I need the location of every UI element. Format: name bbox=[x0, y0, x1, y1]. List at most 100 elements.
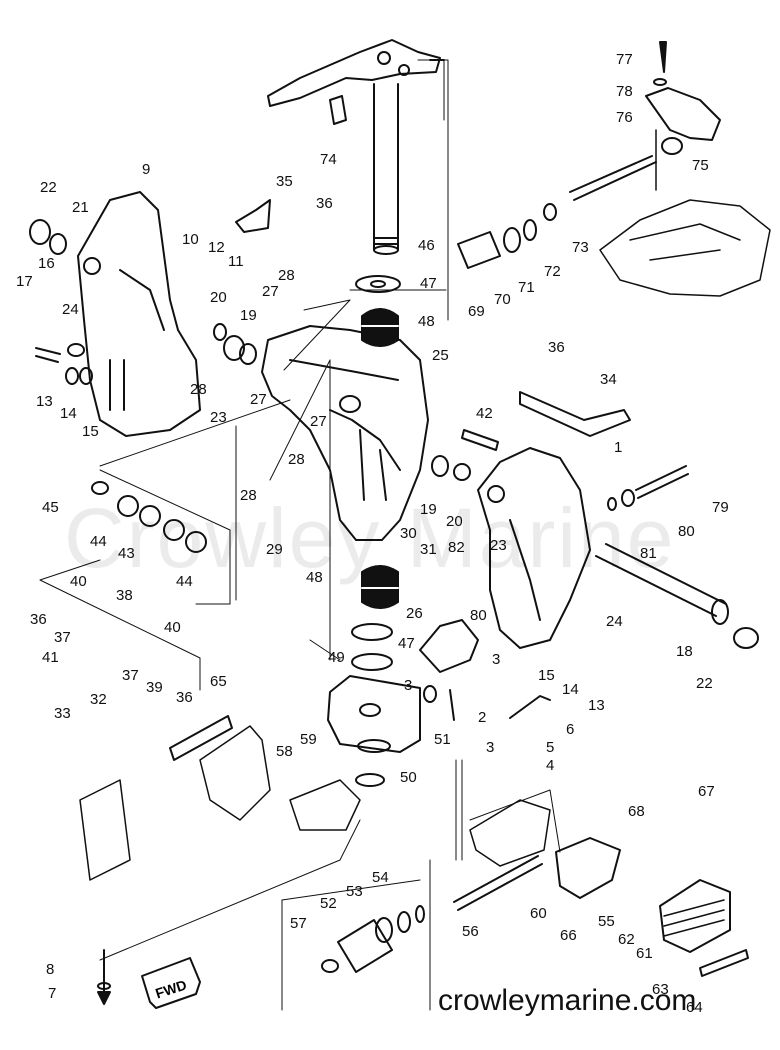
part-label: 22 bbox=[696, 675, 713, 692]
part-label: 65 bbox=[210, 673, 227, 690]
part-label: 15 bbox=[538, 667, 555, 684]
washer bbox=[355, 275, 401, 293]
fwd-indicator: FWD bbox=[141, 968, 207, 1008]
part-label: 74 bbox=[320, 151, 337, 168]
part-label: 27 bbox=[310, 413, 327, 430]
small-parts-left bbox=[29, 219, 471, 553]
leader-line bbox=[417, 59, 449, 321]
engine-fragment bbox=[599, 129, 771, 297]
part-label: 51 bbox=[434, 731, 451, 748]
part-label: 73 bbox=[572, 239, 589, 256]
part-label: 44 bbox=[176, 573, 193, 590]
site-url: crowleymarine.com bbox=[438, 984, 697, 1017]
part-label: 45 bbox=[42, 499, 59, 516]
part-label: 54 bbox=[372, 869, 389, 886]
part-label: 24 bbox=[62, 301, 79, 318]
part-label: 80 bbox=[678, 523, 695, 540]
swivel-bracket bbox=[261, 325, 429, 541]
upper-mount bbox=[457, 203, 557, 269]
part-label: 75 bbox=[692, 157, 709, 174]
part-label: 39 bbox=[146, 679, 163, 696]
part-label: 40 bbox=[70, 573, 87, 590]
part-label: 8 bbox=[46, 961, 55, 978]
part-label: 1 bbox=[614, 439, 623, 456]
steering-column bbox=[373, 83, 399, 255]
part-label: 7 bbox=[48, 985, 57, 1002]
part-label: 52 bbox=[320, 895, 337, 912]
part-label: 10 bbox=[182, 231, 199, 248]
part-label: 19 bbox=[240, 307, 257, 324]
part-label: 2 bbox=[478, 709, 487, 726]
part-label: 6 bbox=[566, 721, 575, 738]
part-label: 34 bbox=[600, 371, 617, 388]
part-label: 13 bbox=[588, 697, 605, 714]
lower-mount bbox=[361, 565, 399, 609]
part-label: 50 bbox=[400, 769, 417, 786]
part-label: 48 bbox=[418, 313, 435, 330]
part-label: 12 bbox=[208, 239, 225, 256]
part-label: 11 bbox=[228, 253, 244, 270]
part-label: 77 bbox=[616, 51, 633, 68]
part-label: 71 bbox=[518, 279, 535, 296]
part-label: 3 bbox=[492, 651, 501, 668]
bolt bbox=[569, 155, 657, 201]
part-label: 55 bbox=[598, 913, 615, 930]
part-label: 63 bbox=[652, 981, 669, 998]
part-label: 29 bbox=[266, 541, 283, 558]
tilt-lever bbox=[519, 391, 631, 437]
part-label: 20 bbox=[210, 289, 227, 306]
part-label: 47 bbox=[420, 275, 437, 292]
steering-arm bbox=[267, 39, 445, 107]
rubber-mount bbox=[361, 308, 399, 347]
part-label: 41 bbox=[42, 649, 59, 666]
stern-bracket-left bbox=[77, 191, 201, 437]
part-label: 53 bbox=[346, 883, 363, 900]
part-label: 47 bbox=[398, 635, 415, 652]
part-label: 42 bbox=[476, 405, 493, 422]
part-label: 20 bbox=[446, 513, 463, 530]
part-label: 28 bbox=[190, 381, 207, 398]
part-label: 58 bbox=[276, 743, 293, 760]
part-label: 69 bbox=[468, 303, 485, 320]
lower-engine-fragment bbox=[79, 725, 551, 881]
part-label: 18 bbox=[676, 643, 693, 660]
part-label: 70 bbox=[494, 291, 511, 308]
part-label: 3 bbox=[404, 677, 413, 694]
lower-housing bbox=[327, 675, 421, 753]
leader-lines bbox=[39, 289, 561, 1011]
part-label: 14 bbox=[562, 681, 579, 698]
part-label: 66 bbox=[560, 927, 577, 944]
part-label: 9 bbox=[142, 161, 151, 178]
part-label: 32 bbox=[90, 691, 107, 708]
part-label: 62 bbox=[618, 931, 635, 948]
part-label: 46 bbox=[418, 237, 435, 254]
part-label: 23 bbox=[210, 409, 227, 426]
part-label: 59 bbox=[300, 731, 317, 748]
stern-bracket-right bbox=[477, 447, 591, 649]
part-label: 57 bbox=[290, 915, 307, 932]
part-label: 28 bbox=[240, 487, 257, 504]
part-label: 37 bbox=[54, 629, 71, 646]
part-label: 82 bbox=[448, 539, 465, 556]
part-label: 19 bbox=[420, 501, 437, 518]
part-label: 14 bbox=[60, 405, 77, 422]
part-label: 16 bbox=[38, 255, 55, 272]
part-label: 27 bbox=[262, 283, 279, 300]
part-label: 27 bbox=[250, 391, 267, 408]
fwd-arrow bbox=[141, 957, 201, 1009]
part-label: 79 bbox=[712, 499, 729, 516]
part-label: 28 bbox=[288, 451, 305, 468]
part-label: 76 bbox=[616, 109, 633, 126]
part-label: 35 bbox=[276, 173, 293, 190]
part-label: 68 bbox=[628, 803, 645, 820]
part-label: 25 bbox=[432, 347, 449, 364]
part-label: 67 bbox=[698, 783, 715, 800]
part-label: 81 bbox=[640, 545, 657, 562]
part-label: 49 bbox=[328, 649, 345, 666]
part-label: 30 bbox=[400, 525, 417, 542]
part-label: 24 bbox=[606, 613, 623, 630]
part-label: 38 bbox=[116, 587, 133, 604]
clamp-bracket bbox=[645, 87, 721, 155]
